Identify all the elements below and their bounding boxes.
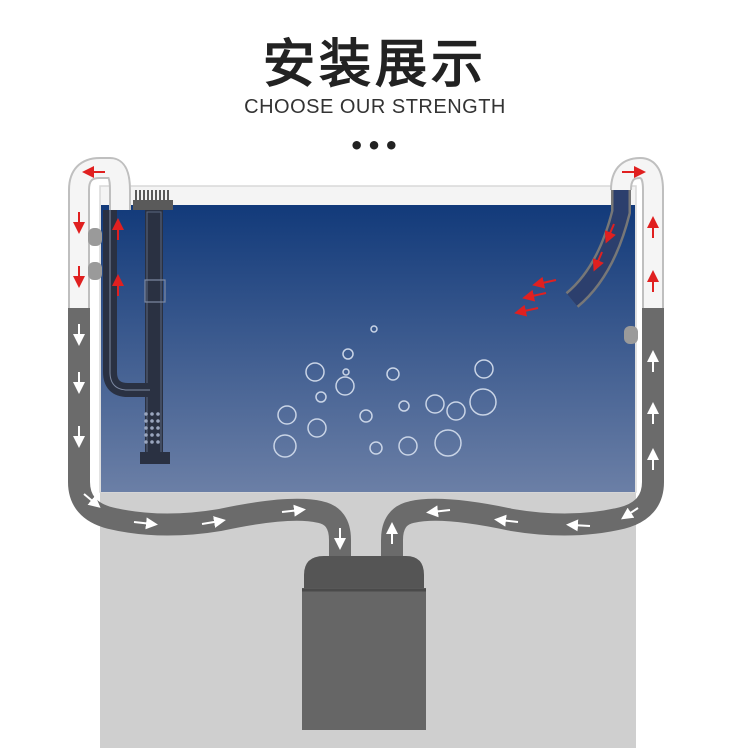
suction-cup-clamp: [88, 228, 102, 246]
surface-skimmer: [133, 190, 173, 210]
bubble: [342, 348, 354, 360]
ellipsis-icon: •••: [348, 132, 402, 160]
bubble: [425, 394, 445, 414]
flow-arrows-white: [73, 324, 659, 550]
aquarium-water: [101, 205, 635, 492]
flow-arrow: [133, 517, 158, 530]
flow-arrow: [592, 251, 604, 272]
flow-arrow: [83, 493, 101, 508]
flow-arrow: [494, 514, 519, 527]
bubble: [305, 362, 325, 382]
flow-arrow: [201, 516, 226, 528]
flow-arrow: [514, 304, 539, 317]
bubble: [469, 388, 497, 416]
air-bubbles: [273, 325, 497, 458]
page-subtitle: CHOOSE OUR STRENGTH: [244, 96, 506, 118]
bubble: [277, 405, 297, 425]
intake-pipe: [103, 210, 170, 464]
bubble: [342, 368, 350, 376]
bubble: [273, 434, 297, 458]
bubble: [359, 409, 373, 423]
outlet-hose: [381, 308, 664, 560]
flow-arrow: [426, 505, 451, 518]
page-title: 安装展示: [262, 35, 487, 95]
bubble: [369, 441, 383, 455]
bubble: [434, 429, 462, 457]
flow-arrow: [566, 519, 591, 532]
flow-arrow: [281, 504, 306, 517]
flow-arrows-red: [73, 166, 659, 317]
flow-arrow: [604, 223, 616, 244]
bubble: [398, 400, 410, 412]
bubble: [474, 359, 494, 379]
flow-arrow: [621, 507, 639, 520]
bubble: [335, 376, 355, 396]
bubble: [446, 401, 466, 421]
bubble: [307, 418, 327, 438]
flow-arrow: [532, 276, 557, 289]
intake-strainer: [144, 412, 160, 444]
suction-cup-clamp: [624, 326, 638, 344]
bubble: [370, 325, 378, 333]
canister-filter: [302, 556, 426, 730]
flow-arrow: [522, 289, 547, 302]
bubble: [315, 391, 327, 403]
bubble: [386, 367, 400, 381]
suction-cup-clamp: [88, 262, 102, 280]
bubble: [398, 436, 418, 456]
